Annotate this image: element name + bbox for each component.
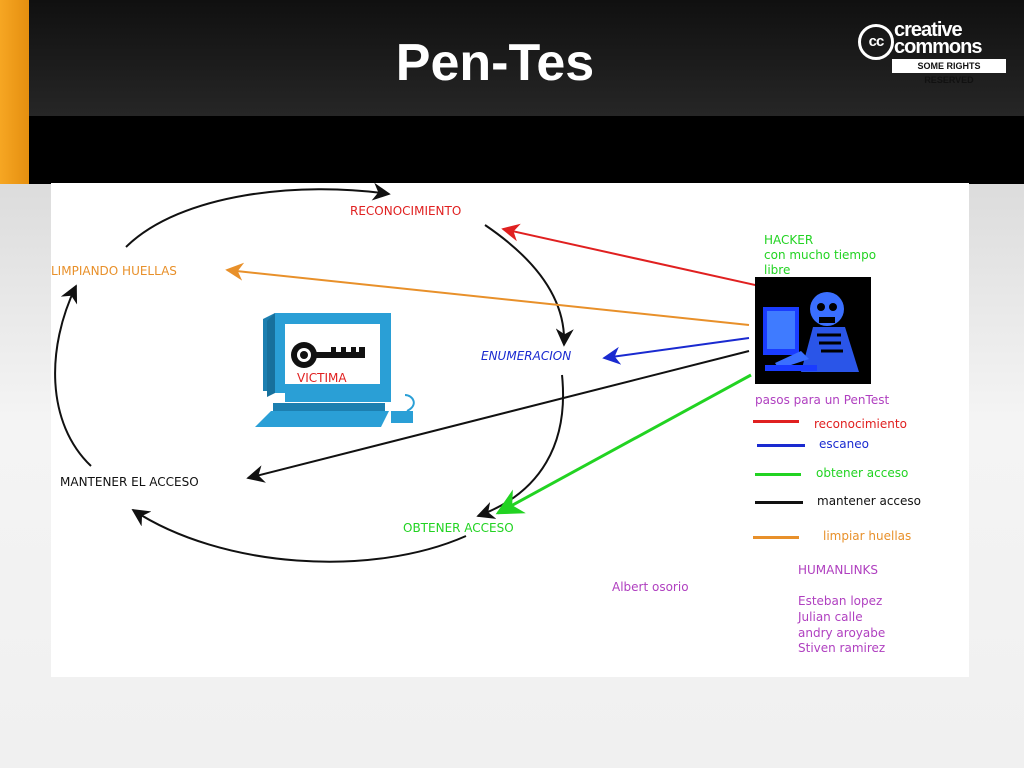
creative-commons-logo: cc creative commons SOME RIGHTS RESERVED [856,19,1008,85]
cycle-arrow-obtener-to-mantener [131,509,467,563]
key-icon [291,342,365,368]
victim-label: VICTIMA [297,371,347,385]
legend-label-reconocimiento: reconocimiento [814,417,907,431]
header-black-strip [0,116,1024,184]
team-member: Julian calle [798,610,863,624]
legend-line-limpiar-huellas [753,536,799,539]
accent-bar [0,0,29,184]
legend-line-escaneo [757,444,805,447]
legend-label-escaneo: escaneo [819,437,869,451]
arrow-hacker-obtener [495,373,752,515]
slide-title: Pen-Tes [395,34,595,92]
hacker-subtitle-1: con mucho tiempo [764,248,877,262]
legend-line-reconocimiento [753,420,799,423]
logo-word-creative: creative [894,19,963,41]
cycle-arrow-reconocimiento-to-enumeracion [484,224,574,347]
hacker-subtitle-2: libre [764,263,791,277]
team-member: andry aroyabe [798,626,886,640]
label-reconocimiento: RECONOCIMIENTO [350,204,462,218]
team-name: HUMANLINKS [798,563,879,577]
hacker-image [755,277,871,384]
label-mantener-acceso: MANTENER EL ACCESO [60,475,199,489]
team-member: Esteban lopez [798,594,883,608]
diagram-canvas: VICTIMA RECONOCIMIENTO LIMPIANDO HUELLAS… [51,183,969,677]
diagram-svg [54,183,774,563]
legend-title: pasos para un PenTest [755,393,890,407]
legend-line-obtener-acceso [755,473,801,476]
logo-word-commons: commons [894,36,982,58]
label-enumeracion: ENUMERACION [481,349,572,363]
cycle-arrow-mantener-to-limpiar [54,284,92,467]
hacker-title: HACKER [764,233,814,247]
legend-label-limpiar-huellas: limpiar huellas [823,529,912,543]
author-name: Albert osorio [612,580,689,594]
arrow-hacker-mantener [246,350,750,483]
cycle-arrow-enumeracion-to-obtener [476,374,564,519]
header-band [0,0,1024,116]
arrow-hacker-reconocimiento [501,223,774,290]
arrow-hacker-enumeracion [602,337,750,365]
label-limpiando-huellas: LIMPIANDO HUELLAS [51,264,177,278]
cc-mark-icon: cc [858,24,894,60]
cycle-arrow-limpiar-to-reconocimiento [125,183,391,248]
team-member: Stiven ramirez [798,641,886,655]
legend-label-obtener-acceso: obtener acceso [816,466,909,480]
legend-line-mantener-acceso [755,501,803,504]
legend-label-mantener-acceso: mantener acceso [817,494,921,508]
logo-rights-text: SOME RIGHTS RESERVED [892,59,1006,85]
arrow-hacker-limpiar [225,262,750,326]
label-obtener-acceso: OBTENER ACCESO [403,521,514,535]
victim-computer-icon [255,313,415,427]
